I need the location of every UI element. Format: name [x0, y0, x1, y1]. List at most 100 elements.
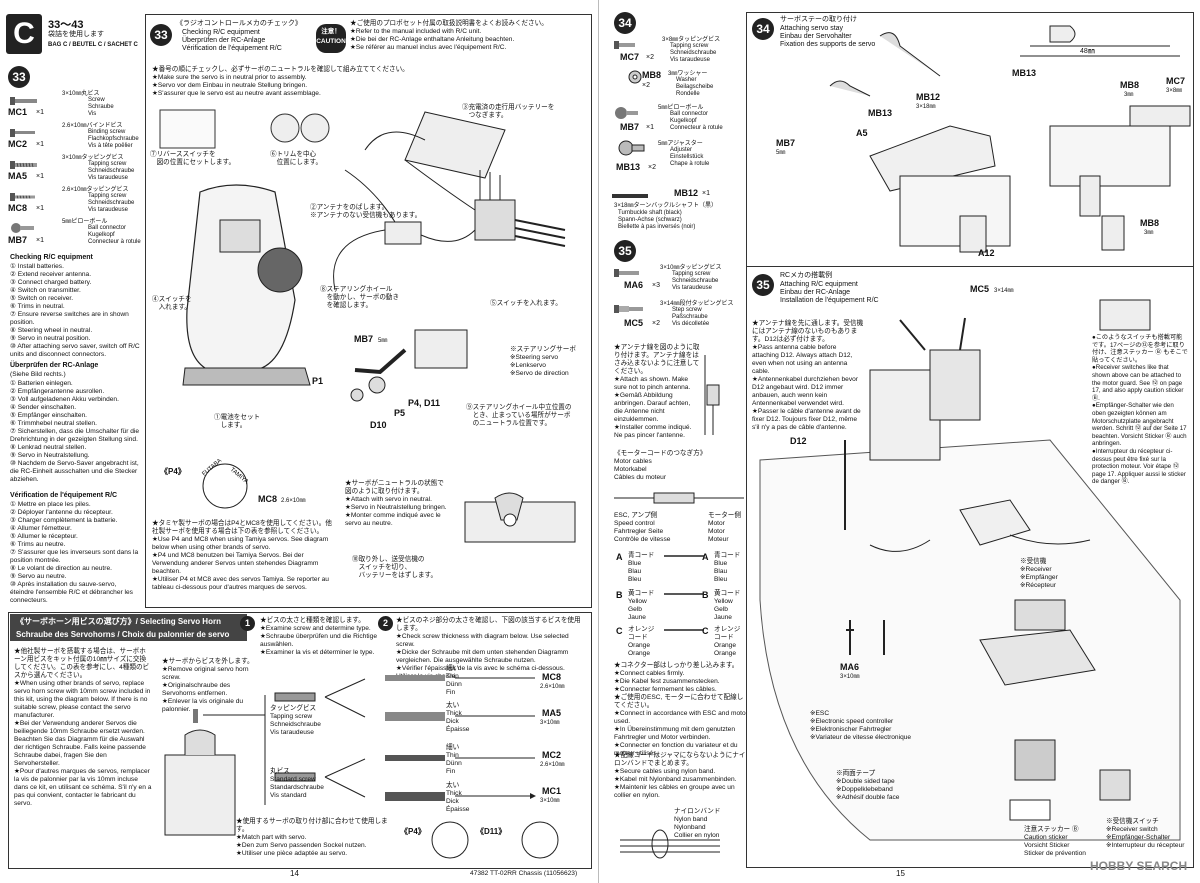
- checklist-en: ① Install batteries. ② Extend receiver a…: [10, 263, 140, 358]
- motor-title: 《モーターコードのつなぎ方》 Motor cables Motorkabel C…: [614, 450, 707, 481]
- checklist-de-title: Überprüfen der RC-Anlage: [10, 362, 99, 369]
- label-p5: P5: [394, 408, 406, 418]
- s34-mb8-b: MB8: [1140, 218, 1160, 228]
- nylon-note: ★配線コードはジャマにならないようにナイロンバンドでまとめます。 ★Secure…: [614, 752, 746, 799]
- s35-title-en: Attaching R/C equipment: [780, 281, 858, 288]
- servo-stay-illustration: [829, 25, 1191, 253]
- s34-a5: A5: [856, 128, 868, 138]
- brand-logo-icons: [431, 821, 559, 859]
- horn-r1-size: 2.6×10㎜: [540, 684, 565, 690]
- part-mc5: MC5 ×2 3×14㎜段付タッピングビス Step screw Paßschr…: [610, 300, 745, 334]
- step-34-badge-left: 34: [614, 12, 636, 34]
- wire-a-left-color: 青コード Blue Blau Bleu: [628, 552, 655, 583]
- horn-r4-code: MC1: [542, 786, 562, 796]
- horn-r3-code: MC2: [542, 750, 562, 760]
- wire-c-left-color: オレンジ コード Orange Orange: [628, 626, 655, 657]
- s35-mc5-size: 3×14㎜: [994, 288, 1014, 294]
- servo-horn-illustration: [464, 492, 576, 543]
- s35-esc: ※ESC ※Electronic speed controller ※Elekt…: [810, 710, 912, 741]
- s35-switch: ●このようなスイッチも搭載可能です。17ページの⑫を参考に取り付け、注意ステッカ…: [1092, 334, 1188, 486]
- nylon-band-illustration: [620, 829, 720, 859]
- s35-title-fr: Installation de l'équipement R/C: [780, 297, 879, 304]
- part-mc7: MC7 ×2 3×8㎜タッピングビス Tapping screw Schneid…: [610, 36, 745, 70]
- screw-icon: [10, 129, 35, 137]
- horn-logo-d11: 《D11》: [476, 827, 507, 836]
- ball-connector-icon: [11, 223, 34, 233]
- check-step-2: ②アンテナをのばします。 ※アンテナのない受信機もあります。: [310, 204, 422, 219]
- step-35-badge: 35: [752, 274, 774, 296]
- check-step-8: ⑧ステアリングホイール を動かし、サーボの動き を確認します。: [320, 286, 400, 309]
- s34-mb13-a: MB13: [1012, 68, 1037, 78]
- footer-center: 47382 TT-02RR Chassis (11056623): [470, 870, 578, 877]
- parts-list-34: MC7 ×2 3×8㎜タッピングビス Tapping screw Schneid…: [610, 36, 745, 236]
- part-mb12: MB12 ×1 3×18㎜ターンバックルシャフト（黒） Turnbuckle s…: [612, 188, 718, 230]
- wire-b-right: B: [702, 590, 709, 600]
- s35-title-ja: RCメカの搭載例: [780, 272, 833, 279]
- label-mc8-size: 2.6×10㎜: [281, 498, 306, 504]
- wire-a-right-color: 青コード Blue Blau Bleu: [714, 552, 741, 583]
- wire-b-left-color: 黄コード Yellow Gelb Jaune: [628, 590, 655, 621]
- label-mb7: MB7: [354, 334, 374, 344]
- p4-tag: 《P4》: [160, 467, 186, 476]
- bag-c-sub: BAG C / BEUTEL C / SACHET C: [48, 42, 138, 48]
- part-mb8: MB8 ×2 3㎜ワッシャー Washer Beilagscheibe Rond…: [610, 70, 745, 104]
- horn-screw-diagram: [164, 675, 585, 836]
- horn-match: ★使用するサーボの取り付け部に合わせて使用します。 ★Match part wi…: [236, 818, 388, 857]
- horn-tapping: タッピングビス Tapping screw Schneidschraube Vi…: [270, 705, 321, 736]
- wire-a-right: A: [702, 552, 709, 562]
- horn-header-2: Schraube des Servohorns / Choix du palon…: [10, 628, 247, 641]
- checklist-de: ① Batterien einlegen. ② Empfängerantenne…: [10, 380, 140, 483]
- motor-cable-connector-icon: [614, 492, 744, 504]
- horn-thick-2: 太い Thick Dick Épaisse: [446, 782, 470, 813]
- checklist-en-title: Checking R/C equipment: [10, 254, 93, 261]
- horn-thin-2: 細い Thin Dünn Fin: [446, 744, 462, 775]
- horn-step-2: 2: [378, 616, 393, 631]
- nylon-band-label: ナイロンバンド Nylon band Nylonband Collier en …: [674, 808, 721, 839]
- s34-a12: A12: [978, 248, 995, 258]
- wire-color-lines: [664, 555, 704, 631]
- s35-sticker: 注意ステッカー Ⓑ Caution sticker Vorsicht Stick…: [1024, 826, 1086, 857]
- label-mb7-size: 5㎜: [378, 338, 388, 344]
- label-p4-d11: P4, D11: [408, 398, 441, 408]
- horn-logo-p4: 《P4》: [400, 827, 426, 836]
- horn-r2-code: MA5: [542, 708, 562, 718]
- check-step-3: ③充電済の走行用バッテリーを つなぎます。: [462, 104, 555, 119]
- s34-title-fr: Fixation des supports de servo: [780, 41, 876, 48]
- check-step-4: ④スイッチを 入れます。: [152, 296, 192, 311]
- bag-c-range: 33～43: [48, 19, 84, 31]
- futaba-tamiya-logo-icon: FUTABA TAMIYA: [201, 458, 249, 509]
- s34-title-ja: サーボステーの取り付け: [780, 16, 857, 23]
- s34-mb7-size: 5㎜: [776, 150, 786, 156]
- motor-side: モーター側 Motor Motor Moteur: [708, 512, 741, 543]
- footer-page-15: 15: [896, 869, 905, 878]
- s34-dim: 48㎜: [1080, 48, 1095, 55]
- check-step-1: ①電池をセット します。: [214, 414, 261, 429]
- s34-mc7-size: 3×8㎜: [1166, 88, 1183, 94]
- s34-title-en: Attaching servo stay: [780, 25, 844, 32]
- check-step-9: ⑨ステアリングホイール中立位置の とき、止まっている場所がサーボ のニュートラル…: [466, 404, 572, 427]
- horn-remove: ★サーボからビスを外します。 ★Remove original servo ho…: [162, 658, 254, 713]
- s34-mb12: MB12: [916, 92, 941, 102]
- servo-label: ※ステアリングサーボ ※Steering servo ※Lenkservo ※S…: [510, 346, 576, 377]
- horn-step-1-text: ★ビスの太さと種類を確認します。 ★Examine screw and dete…: [260, 617, 377, 656]
- horn-r4-size: 3×10㎜: [540, 798, 560, 804]
- s34-mb8-a: MB8: [1120, 80, 1140, 90]
- s35-receiver: ※受信機 ※Receiver ※Empfänger ※Récepteur: [1020, 558, 1058, 589]
- step-34-badge: 34: [752, 18, 774, 40]
- s35-ma6-size: 3×10㎜: [840, 674, 860, 680]
- tamiya-note: ★タミヤ製サーボの場合はP4とMC8を使用してください。他社製サーボを使用する場…: [152, 520, 332, 591]
- check-step-5: ⑤スイッチを入れます。: [490, 300, 562, 307]
- page-14: C 33～43 袋詰を使用します BAG C / BEUTEL C / SACH…: [0, 0, 599, 883]
- screw-icon: [10, 193, 35, 201]
- wire-a-left: A: [616, 552, 623, 562]
- s34-mb8-size-a: 3㎜: [1124, 92, 1134, 98]
- wire-c-left: C: [616, 626, 623, 636]
- wire-b-right-color: 黄コード Yellow Gelb Jaune: [714, 590, 741, 621]
- antenna-illustration: [704, 355, 720, 435]
- s35-title-de: Einbau der RC-Anlage: [780, 289, 851, 296]
- part-mc2: MC2 ×1 2.6×10㎜バインドビス Binding screw Flach…: [8, 123, 139, 149]
- s35-ma6: MA6: [840, 662, 860, 672]
- s34-mb8-size-b: 3㎜: [1144, 230, 1154, 236]
- checklist-de-sub: (Siehe Bild rechts.): [10, 371, 66, 378]
- s34-mb7: MB7: [776, 138, 796, 148]
